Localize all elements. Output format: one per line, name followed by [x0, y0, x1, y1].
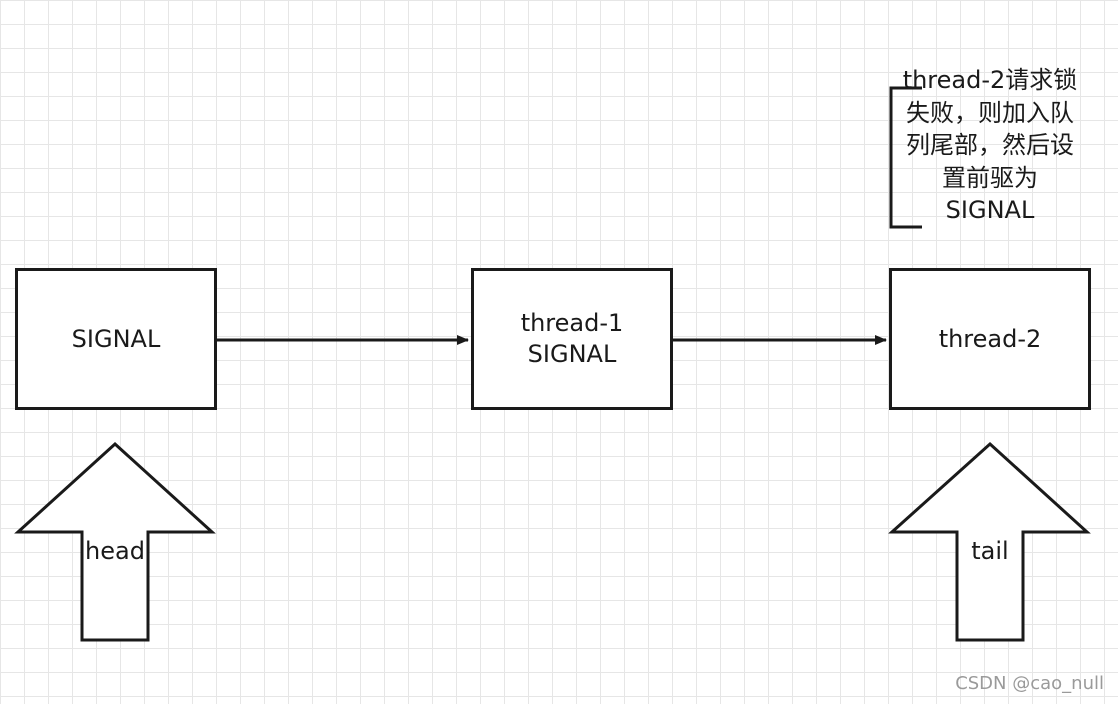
- thread1-node: thread-1 SIGNAL: [471, 268, 673, 410]
- annotation-bracket: [889, 86, 922, 229]
- head-pointer-label: head: [85, 537, 145, 565]
- thread2-node-name: thread-2: [938, 324, 1042, 353]
- thread1-node-name: thread-1: [520, 309, 624, 337]
- thread1-node-status: SIGNAL: [527, 340, 617, 368]
- head-pointer-arrow: [14, 441, 216, 642]
- tail-pointer-arrow: [888, 441, 1091, 642]
- tail-pointer-label: tail: [971, 537, 1009, 565]
- watermark: CSDN @cao_null: [955, 673, 1104, 694]
- head-node-status: SIGNAL: [71, 324, 161, 353]
- head-node: SIGNAL: [15, 268, 217, 410]
- thread2-node: thread-2: [889, 268, 1091, 410]
- annotation-note: thread-2请求锁失败，则加入队列尾部，然后设置前驱为SIGNAL: [902, 66, 1078, 224]
